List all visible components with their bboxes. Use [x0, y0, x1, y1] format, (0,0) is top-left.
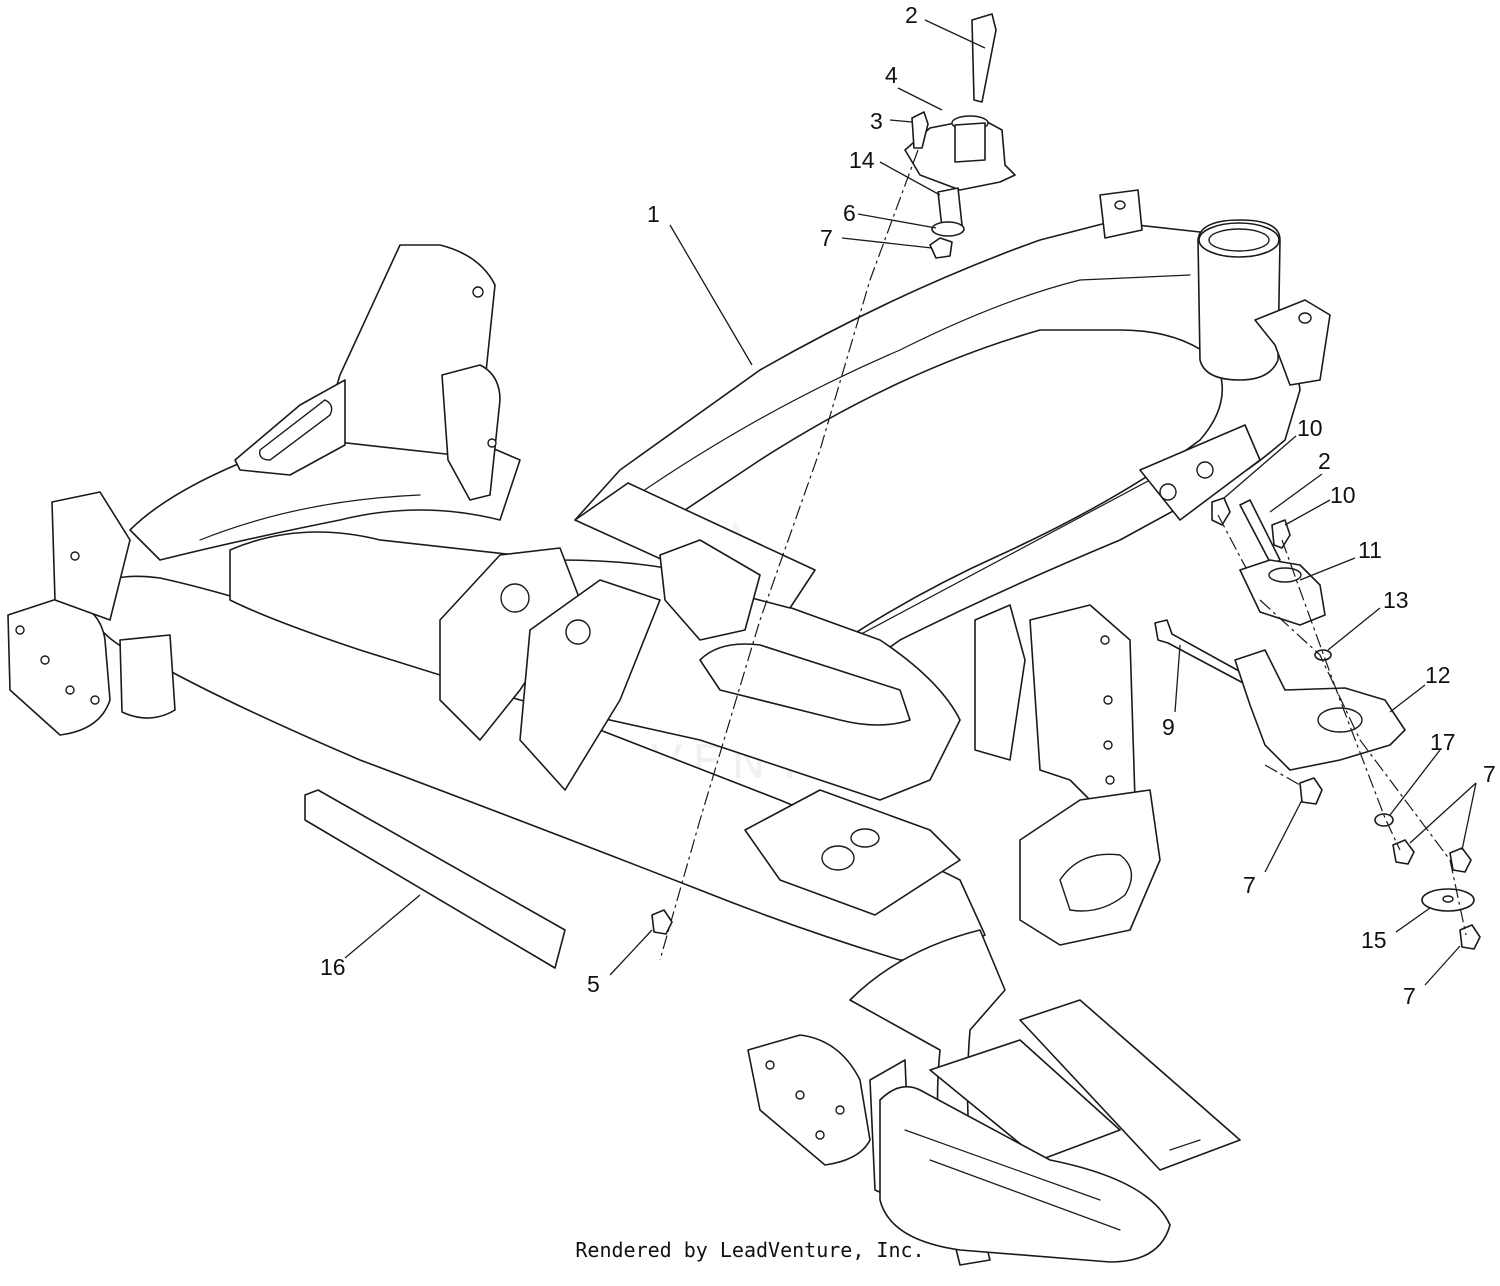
callout-part-10-upper: 10: [1297, 415, 1323, 441]
callout-part-4: 4: [885, 62, 898, 88]
callout-part-17: 17: [1430, 729, 1456, 755]
decal: [304, 789, 566, 969]
callout-part-2-rear: 2: [1318, 448, 1331, 474]
callout-part-7-right: 7: [1483, 761, 1496, 787]
rendered-by-footer: Rendered by LeadVenture, Inc.: [575, 1238, 925, 1262]
callout-part-9: 9: [1162, 714, 1175, 740]
callout-part-14: 14: [849, 147, 875, 173]
callout-part-2-top: 2: [905, 2, 918, 28]
callout-part-7-nut: 7: [1243, 872, 1256, 898]
callout-part-10-lower: 10: [1330, 482, 1356, 508]
callout-part-15: 15: [1361, 927, 1387, 953]
callout-part-7-bottom: 7: [1403, 983, 1416, 1009]
nut-part-5: [651, 909, 673, 935]
callout-part-12: 12: [1425, 662, 1451, 688]
callout-part-1: 1: [647, 201, 660, 227]
callout-part-16: 16: [320, 954, 346, 980]
callout-part-5: 5: [587, 971, 600, 997]
leader-lines: [344, 19, 1477, 986]
top-mount-hardware: [659, 13, 1016, 961]
callout-part-7-top: 7: [820, 225, 833, 251]
callout-part-3: 3: [870, 108, 883, 134]
callout-part-13: 13: [1383, 587, 1409, 613]
main-frame: [7, 189, 1331, 1266]
rear-mount-hardware: [1154, 497, 1481, 950]
callout-labels: 1 2 3 4 14 6 7 10 2 10 11 13 12 9 17 7 7…: [320, 2, 1496, 1009]
callout-part-6: 6: [843, 200, 856, 226]
callout-part-11: 11: [1358, 537, 1382, 563]
